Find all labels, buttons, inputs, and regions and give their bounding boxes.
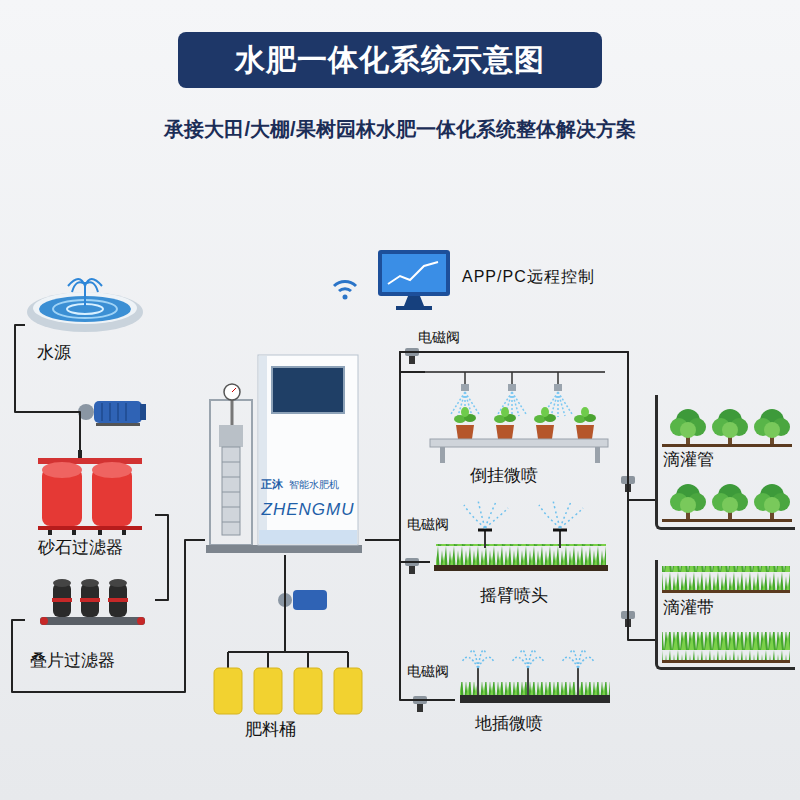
component-box: 摇臂喷头 — [430, 538, 615, 610]
pipe-connector — [365, 540, 430, 562]
component-box: 倒挂微喷 — [425, 362, 615, 490]
pipe-connector — [15, 325, 80, 450]
component-box: 叠片过滤器 — [25, 575, 155, 675]
pipe-connector — [155, 515, 168, 600]
subtitle: 承接大田/大棚/果树园林水肥一体化系统整体解决方案 — [0, 116, 800, 142]
component-box: APP/PC远程控制 — [370, 240, 670, 315]
component-box: 滴灌带 — [655, 560, 795, 670]
component-label: APP/PC远程控制 — [462, 267, 595, 287]
component-label: 肥料桶 — [245, 720, 296, 740]
component-label: 水源 — [37, 343, 71, 363]
pipe-connector — [284, 555, 286, 640]
component-label: 摇臂喷头 — [480, 586, 548, 606]
component-box: 肥料桶 — [205, 640, 365, 745]
pipe-connector — [365, 372, 425, 540]
component-text: ZHENGMU — [258, 500, 358, 520]
valve-label: 电磁阀 — [407, 516, 449, 532]
component-label: 砂石过滤器 — [38, 538, 123, 558]
component-box: 正沐智能水肥机 ZHENGMU — [205, 350, 365, 555]
component-label: 倒挂微喷 — [470, 466, 538, 486]
component-box: 砂石过滤器 — [30, 450, 155, 562]
valve-label: 电磁阀 — [407, 663, 449, 679]
diagram-title: 水肥一体化系统示意图 — [178, 32, 602, 88]
component-box: 滴灌管 — [655, 395, 795, 530]
component-box: 地插微喷 — [455, 630, 615, 736]
component-label: 滴灌管 — [663, 450, 714, 470]
component-label: 正沐 — [261, 478, 283, 491]
pipe-connector — [365, 352, 655, 640]
pipe-connector — [365, 352, 655, 540]
pipe-connector — [12, 540, 205, 692]
component-text: 智能水肥机 — [289, 479, 339, 491]
component-label: 地插微喷 — [475, 714, 543, 734]
component-label: 叠片过滤器 — [30, 651, 115, 671]
component-box: 水源 — [25, 265, 150, 370]
valve-label: 电磁阀 — [418, 329, 460, 345]
component-label: 滴灌带 — [663, 598, 714, 618]
pipe-connector — [365, 540, 455, 700]
